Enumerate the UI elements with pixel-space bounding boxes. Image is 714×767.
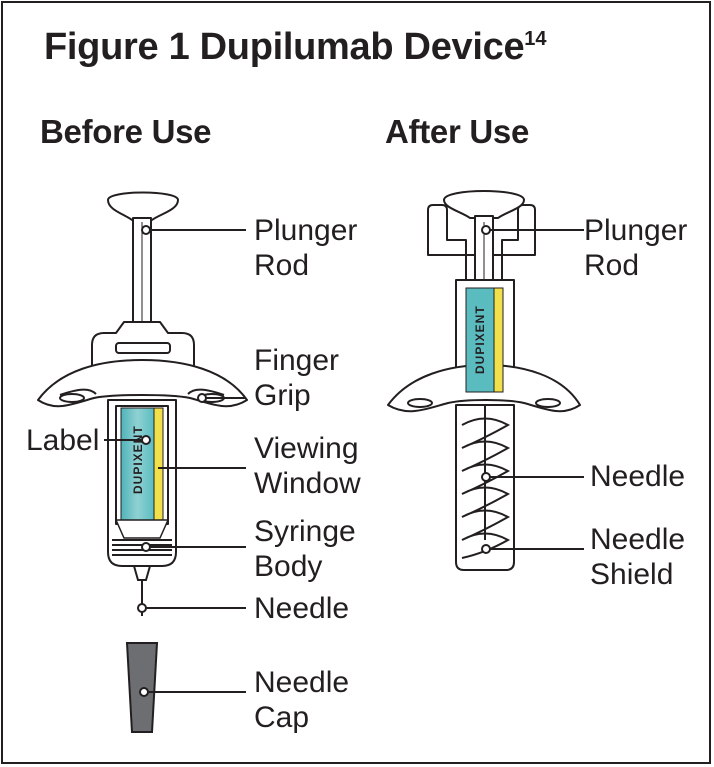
finger-grip-shape	[37, 359, 248, 408]
before-use-heading: Before Use	[40, 113, 212, 150]
after-use-heading: After Use	[385, 113, 530, 150]
plunger-head	[107, 191, 179, 221]
drug-label	[120, 407, 155, 521]
figure-title: Figure 1 Dupilumab Device14	[44, 26, 547, 68]
spring-coil	[461, 417, 511, 559]
label-label: Label	[26, 424, 100, 457]
before-brand-text: DUPIXENT	[131, 425, 145, 494]
label-needle-before: Needle	[254, 592, 350, 625]
title-superscript: 14	[524, 28, 547, 50]
label-needle-after: Needle	[590, 460, 686, 493]
after-brand-text: DUPIXENT	[473, 305, 487, 374]
